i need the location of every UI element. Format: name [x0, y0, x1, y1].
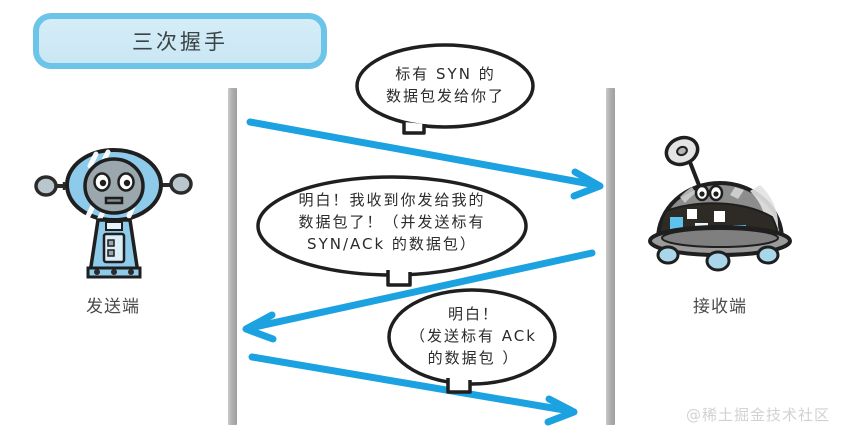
- receiver-robot-icon: [648, 135, 792, 272]
- speech-bubble-ack-text: 明白！ （发送标有 ACk 的数据包 ）: [410, 305, 537, 367]
- page-title: 三次握手: [132, 30, 228, 54]
- speech-bubble-syn-text: 标有 SYN 的 数据包发给你了: [385, 65, 505, 105]
- sender-lifeline: [228, 88, 237, 425]
- receiver-label: 接收端: [693, 297, 747, 317]
- watermark: @稀土掘金技术社区: [686, 406, 831, 424]
- sender-robot-icon: [34, 148, 193, 279]
- receiver-lifeline: [606, 88, 615, 425]
- sender-label: 发送端: [86, 297, 140, 317]
- speech-bubble-syn-ack-text: 明白！我收到你发给我的 数据包了！（并发送标有 SYN/ACk 的数据包）: [298, 191, 486, 253]
- title-banner: 三次握手: [33, 13, 327, 69]
- arrow-syn: [246, 118, 604, 200]
